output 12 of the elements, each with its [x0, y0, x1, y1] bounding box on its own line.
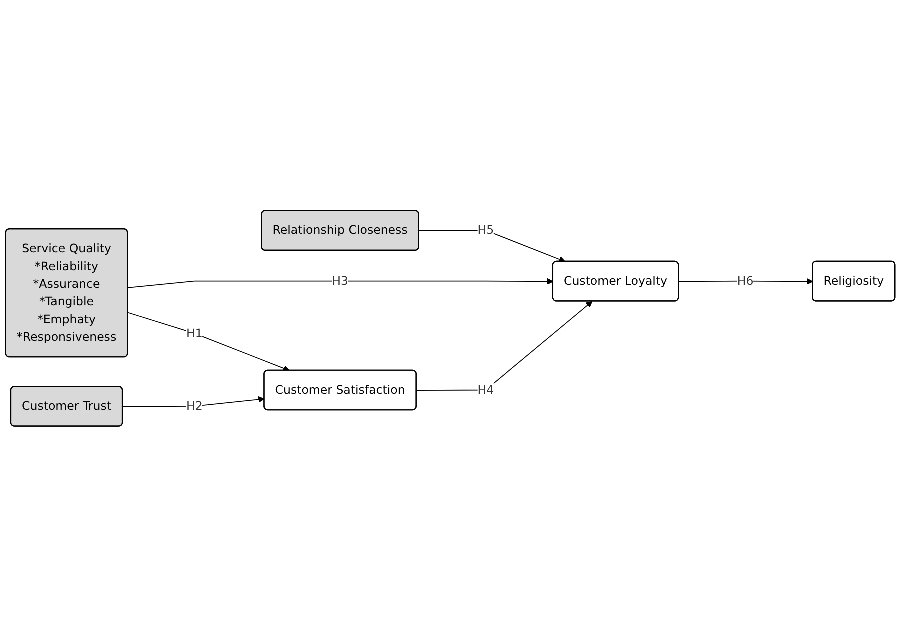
edge-label: H5: [478, 223, 494, 238]
arrow: [128, 278, 554, 288]
arrow: [418, 230, 566, 263]
arrow: [678, 278, 814, 285]
arrow: [122, 396, 265, 408]
edge-label: H6: [737, 274, 754, 288]
edge-label: H2: [186, 399, 203, 414]
edge-label: H3: [332, 274, 348, 288]
arrow: [128, 312, 290, 372]
arrow: [416, 301, 593, 392]
edge-label: H4: [478, 382, 494, 397]
edge-label: H1: [186, 326, 203, 340]
